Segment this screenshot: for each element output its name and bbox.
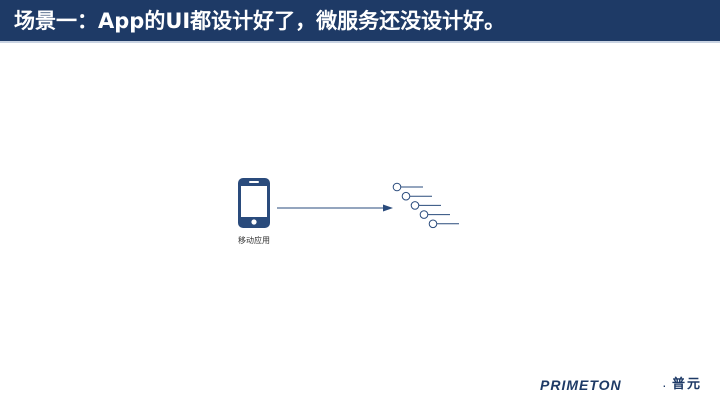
primeton-logo: PRIMETON · 普元 <box>540 375 710 395</box>
service-node <box>419 210 450 219</box>
slide-title: 场景一：App的UI都设计好了，微服务还没设计好。 <box>14 9 506 33</box>
microservice-nodes <box>392 182 459 229</box>
logo-separator: · <box>662 377 667 393</box>
service-node <box>401 191 432 201</box>
mobile-phone-icon <box>238 178 270 228</box>
title-bar: 场景一：App的UI都设计好了，微服务还没设计好。 <box>0 0 720 43</box>
app-label: 移动应用 <box>238 236 270 245</box>
service-node <box>428 219 459 229</box>
logo-brand: PRIMETON <box>540 377 622 393</box>
service-node <box>410 201 441 210</box>
service-node <box>392 182 423 192</box>
request-arrow <box>277 204 393 212</box>
logo-brand-cn: 普元 <box>672 377 703 392</box>
